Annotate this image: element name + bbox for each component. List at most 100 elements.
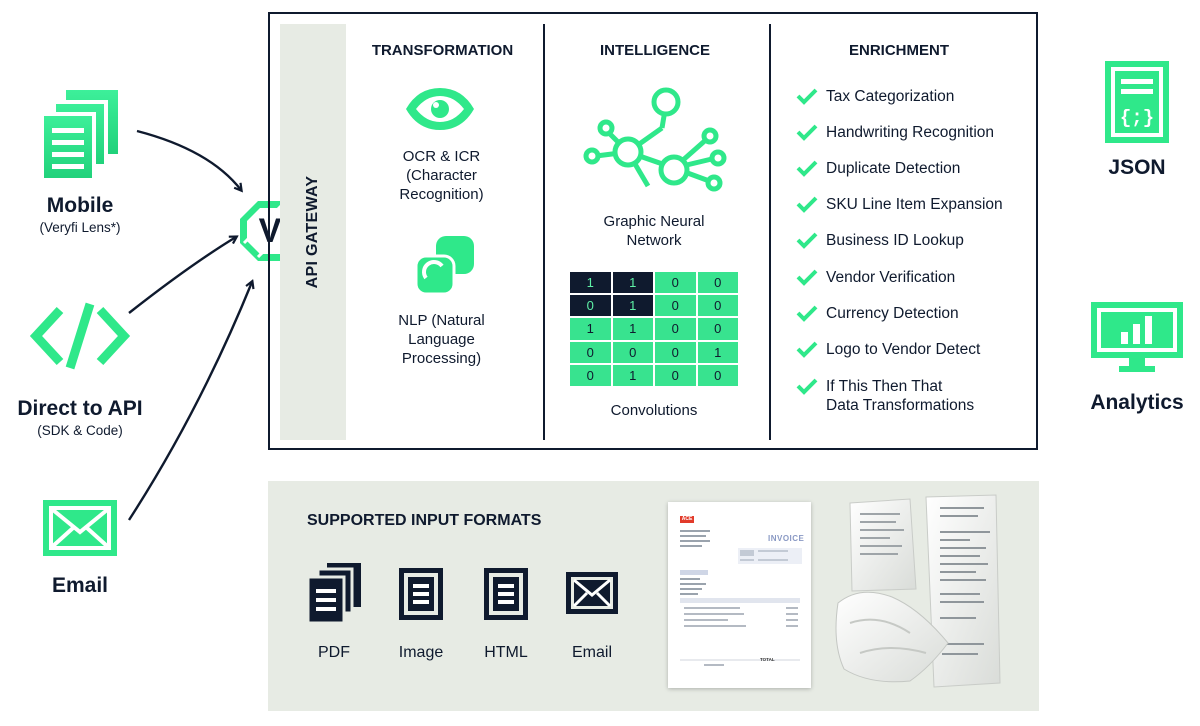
network-label: Graphic Neural Network (570, 212, 738, 250)
ocr-line: (Character (406, 167, 477, 184)
network-line: Graphic Neural (603, 213, 705, 230)
matrix-cell: 0 (655, 318, 696, 340)
output-json-title: JSON (1108, 156, 1166, 179)
format-image-label: Image (398, 644, 444, 661)
matrix-cell: 0 (570, 341, 611, 363)
enrichment-item: Vendor Verification (796, 268, 955, 287)
logo-letter: V (258, 212, 282, 250)
arrow-email (127, 282, 252, 521)
matrix-cell: 1 (612, 318, 653, 340)
matrix-cell: 1 (570, 318, 611, 340)
nlp-line: Language (408, 331, 475, 348)
matrix-cell: 0 (570, 295, 611, 317)
check-icon (796, 232, 818, 249)
format-pdf-label: PDF (318, 644, 350, 661)
receipts-image (835, 494, 1001, 688)
api-gateway-label: API GATEWAY (280, 24, 346, 440)
ocr-line: OCR & ICR (402, 148, 481, 165)
enrichment-item-text: Business ID Lookup (826, 231, 964, 250)
matrix-cell: 0 (697, 272, 738, 294)
enrichment-item-text: Logo to Vendor Detect (826, 340, 980, 359)
nlp-line: Processing) (401, 350, 482, 367)
enrichment-item: Tax Categorization (796, 87, 954, 106)
enrichment-item-line: Handwriting Recognition (826, 124, 995, 141)
matrix-cell: 1 (612, 364, 653, 386)
api-gateway-bar (280, 24, 346, 440)
invoice-badge: ACE (681, 516, 693, 522)
matrix-cell: 1 (570, 272, 611, 294)
matrix-cell: 0 (697, 318, 738, 340)
invoice-total-label: TOTAL (760, 657, 775, 662)
nlp-label: NLP (Natural Language Processing) (370, 311, 513, 368)
processing-panel (268, 12, 1038, 450)
neural-network-icon (583, 87, 727, 192)
source-mobile-subtitle: (Veryfi Lens*) (39, 220, 121, 235)
matrix-cell: 0 (655, 272, 696, 294)
enrichment-item: Logo to Vendor Detect (796, 340, 980, 359)
formats-title: SUPPORTED INPUT FORMATS (307, 512, 542, 529)
matrix-cell: 0 (655, 364, 696, 386)
enrichment-item: Handwriting Recognition (796, 123, 994, 142)
arrow-mobile (136, 129, 241, 190)
image-file-icon (399, 568, 443, 620)
enrichment-heading: ENRICHMENT (849, 42, 949, 59)
enrichment-item-line: Data Transformations (826, 397, 975, 414)
enrichment-item-line: If This Then That (826, 378, 943, 395)
check-icon (796, 378, 818, 395)
invoice-sample-drawing (680, 516, 802, 666)
invoice-sample: ACE INVOICE TOTAL (668, 502, 811, 688)
flow-arrows (127, 129, 270, 521)
enrichment-item: Duplicate Detection (796, 159, 960, 178)
enrichment-item-text: Tax Categorization (826, 87, 954, 106)
check-icon (796, 341, 818, 358)
arrow-api (128, 237, 236, 314)
matrix-cell: 0 (612, 341, 653, 363)
enrichment-item-line: Tax Categorization (826, 88, 955, 105)
enrichment-item-line: Business ID Lookup (826, 232, 964, 249)
documents-icon (40, 90, 118, 182)
enrichment-item: Business ID Lookup (796, 231, 964, 250)
code-icon (30, 302, 130, 370)
html-file-icon (484, 568, 528, 620)
enrichment-item-text: Duplicate Detection (826, 159, 960, 178)
enrichment-item-line: Vendor Verification (826, 269, 956, 286)
column-divider (543, 24, 545, 440)
email-icon (566, 572, 618, 614)
format-email-label: Email (571, 644, 612, 661)
eye-icon (406, 88, 474, 130)
check-icon (796, 88, 818, 105)
check-icon (796, 305, 818, 322)
matrix-cell: 1 (697, 341, 738, 363)
nlp-icon (414, 236, 474, 296)
output-analytics-title: Analytics (1090, 391, 1184, 414)
enrichment-item-line: Logo to Vendor Detect (826, 341, 981, 358)
check-icon (796, 160, 818, 177)
pdf-icon (307, 563, 361, 625)
monitor-chart-icon (1091, 302, 1183, 372)
enrichment-item-line: Duplicate Detection (826, 160, 961, 177)
enrichment-item: SKU Line Item Expansion (796, 195, 1003, 214)
intelligence-heading: INTELLIGENCE (599, 42, 710, 59)
source-api-title: Direct to API (17, 397, 143, 420)
format-html-label: HTML (484, 644, 528, 661)
api-gateway-text: API GATEWAY (304, 175, 321, 289)
matrix-cell: 0 (570, 364, 611, 386)
column-divider (769, 24, 771, 440)
ocr-label: OCR & ICR (Character Recognition) (370, 147, 513, 204)
source-mobile-title: Mobile (46, 194, 114, 217)
matrix-cell: 0 (697, 295, 738, 317)
enrichment-item: Currency Detection (796, 304, 959, 323)
convolutions-label: Convolutions (610, 402, 698, 419)
matrix-cell: 0 (697, 364, 738, 386)
matrix-cell: 1 (612, 272, 653, 294)
enrichment-item-text: Handwriting Recognition (826, 123, 994, 142)
enrichment-item-text: SKU Line Item Expansion (826, 195, 1003, 214)
enrichment-item-line: SKU Line Item Expansion (826, 196, 1003, 213)
enrichment-item-text: Currency Detection (826, 304, 959, 323)
check-icon (796, 269, 818, 286)
envelope-icon (43, 500, 117, 556)
matrix-cell: 1 (612, 295, 653, 317)
network-line: Network (626, 232, 682, 249)
matrix-cell: 0 (655, 341, 696, 363)
